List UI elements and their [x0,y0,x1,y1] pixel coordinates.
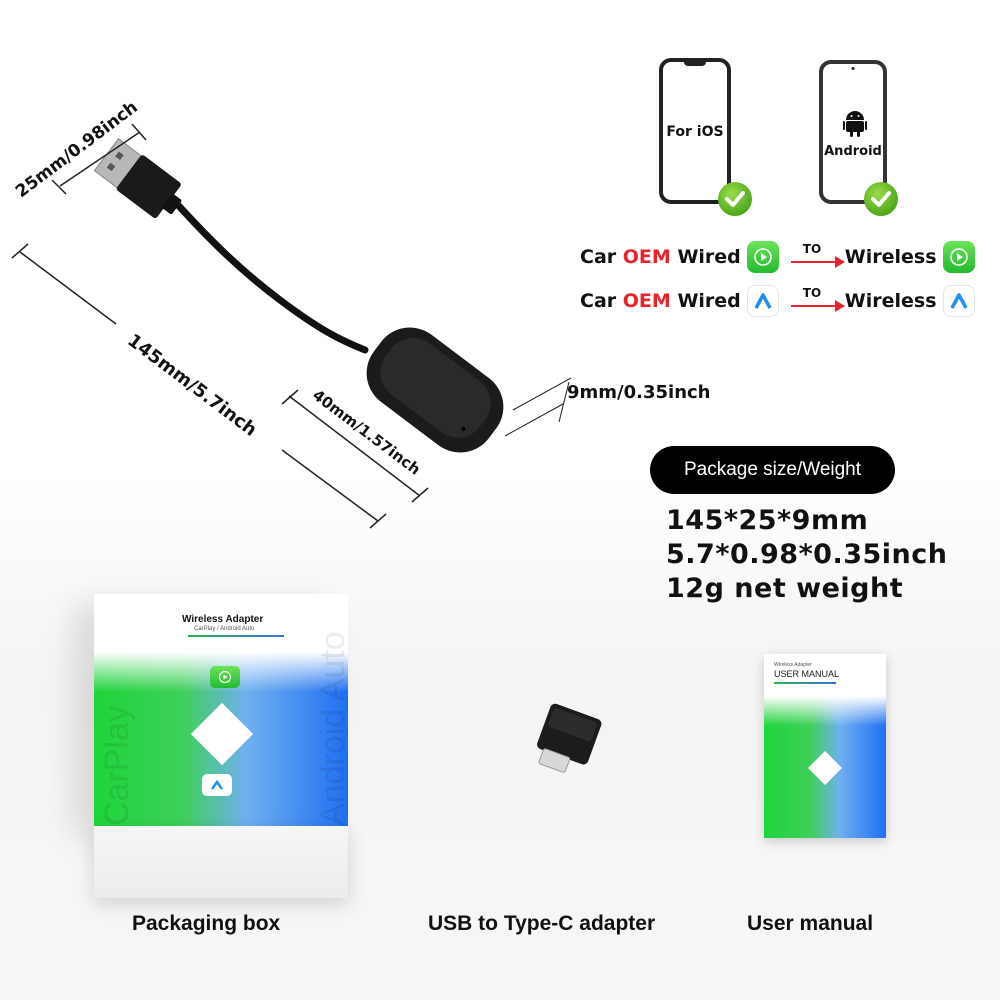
caption-usb-typec-adapter: USB to Type-C adapter [428,912,656,935]
carplay-icon [942,241,975,273]
packaging-box: Wireless Adapter CarPlay / Android Auto … [94,594,348,826]
to-arrow: TO [790,286,845,316]
package-size-mm: 145*25*9mm [666,505,869,536]
phone-notch [684,61,706,66]
check-icon [718,182,752,216]
wired-label: Wired [677,290,741,312]
carplay-icon [746,241,779,273]
box-subtitle: CarPlay / Android Auto [194,626,255,632]
oem-label: OEM [622,290,671,312]
manual-title: USER MANUAL [774,669,840,679]
to-label: TO [802,286,822,300]
arrow-line [790,305,837,307]
box-side-android-auto: Android Auto [314,631,348,826]
manual-gradient-fade [764,696,886,726]
wired-label: Wired [677,246,741,268]
android-phone: Android [819,60,887,204]
thickness-dimension: 9mm/0.35inch [567,382,711,403]
manual-title-underline [774,682,836,684]
arrow-right-icon [834,300,845,312]
ios-label: For iOS [666,124,724,140]
caption-user-manual: User manual [747,912,874,935]
ios-phone: For iOS [659,58,731,204]
manual-small-title: Wireless Adapter [774,662,812,668]
android-auto-icon [746,285,779,317]
android-auto-conversion-row: Car OEM Wired TO Wireless [580,284,975,318]
wireless-label: Wireless [844,246,937,268]
android-label: Android [824,144,882,159]
packaging-box-side [94,826,348,898]
carplay-icon [210,666,240,688]
car-label: Car [580,246,617,268]
phone-camera [851,67,855,70]
package-badge: Package size/Weight [650,446,895,494]
caption-packaging-box: Packaging box [132,912,281,935]
package-weight: 12g net weight [666,573,904,604]
box-side-carplay: CarPlay [98,705,136,826]
android-auto-icon [202,774,232,796]
car-label: Car [580,290,617,312]
check-icon [864,182,898,216]
thickness-dimension-lines [505,377,572,437]
oem-label: OEM [622,246,671,268]
to-label: TO [802,242,822,256]
wireless-label: Wireless [844,290,937,312]
box-title: Wireless Adapter [182,614,264,625]
arrow-right-icon [834,256,845,268]
carplay-conversion-row: Car OEM Wired TO Wireless [580,240,975,274]
adapter-product-illustration [11,123,504,529]
usb-typec-adapter [537,703,602,773]
to-arrow: TO [790,242,845,272]
box-title-underline [188,635,284,637]
android-auto-icon [942,285,975,317]
package-size-inch: 5.7*0.98*0.35inch [666,539,948,570]
user-manual: Wireless Adapter USER MANUAL [764,654,886,838]
android-robot-icon [842,108,868,142]
arrow-line [790,261,837,263]
